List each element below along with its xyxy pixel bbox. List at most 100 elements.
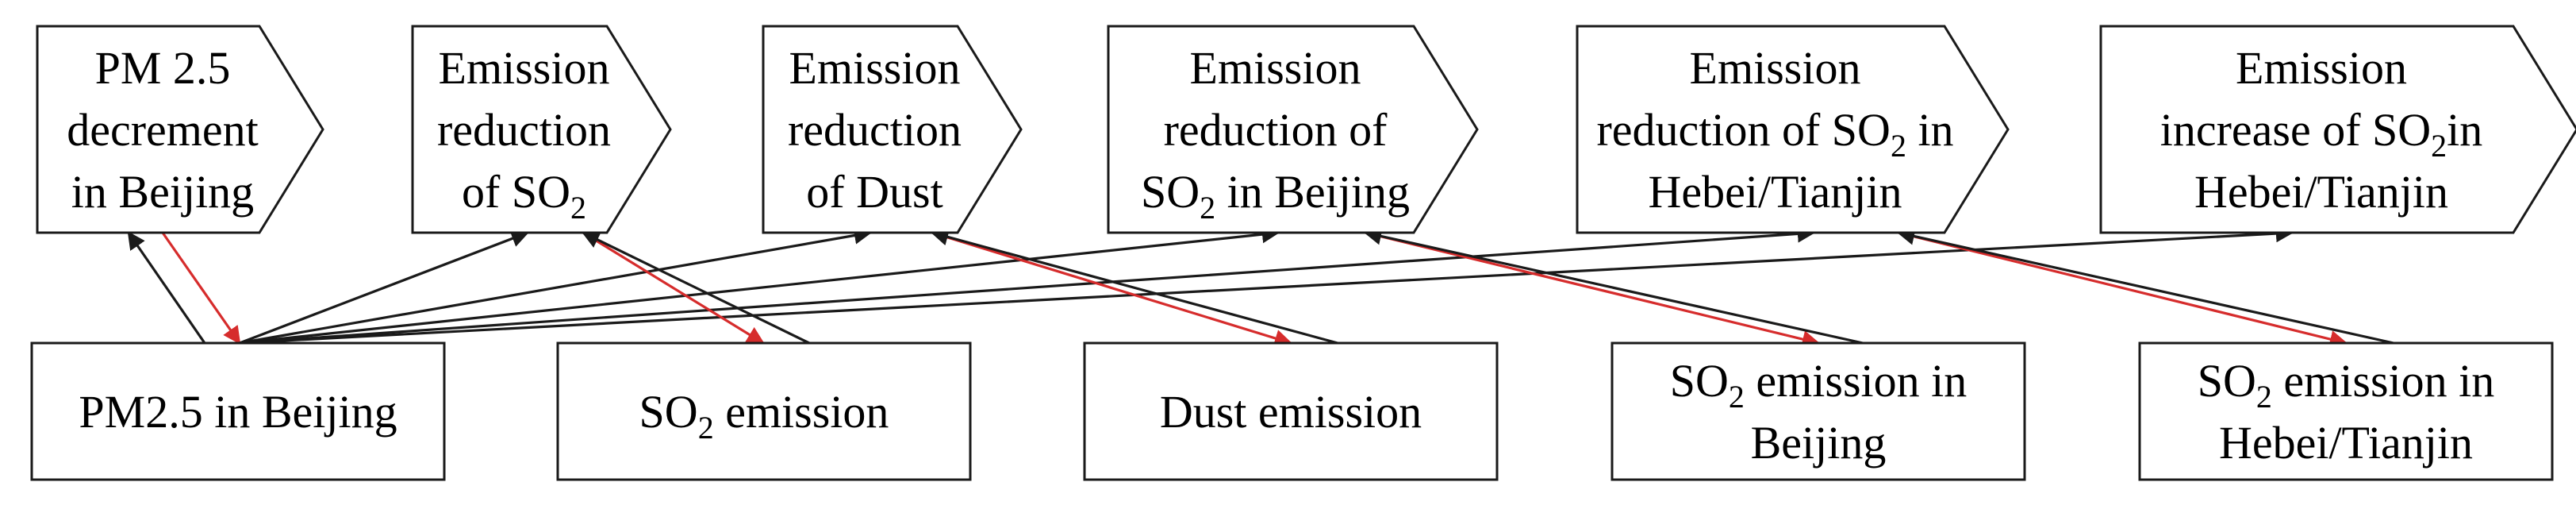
- node-shape: [36, 25, 324, 234]
- label-segment: Emission: [2236, 42, 2407, 94]
- node-label-line: Emission: [1190, 42, 1361, 94]
- subscript: 2: [1891, 128, 1906, 164]
- node-label-line: SO2 emission in: [1670, 355, 1968, 415]
- label-segment: SO: [1670, 355, 1729, 407]
- arrow-reduction-dust-to-dust-emission: [931, 231, 1293, 347]
- subscript: 2: [2431, 128, 2447, 164]
- label-segment: PM2.5 in Beijing: [79, 386, 397, 438]
- node-label-line: in Beijing: [71, 166, 254, 218]
- label-segment: Hebei/Tianjin: [2219, 417, 2473, 469]
- label-segment: in: [1906, 104, 1954, 156]
- node-label-line: reduction of: [1164, 104, 1388, 156]
- arrow-reduction-so2-beijing-to-so2-emission-beijing: [1365, 231, 1821, 349]
- label-segment: of Dust: [806, 166, 942, 218]
- arrow-pm25-beijing-to-reduction-so2-beijing: [239, 225, 1280, 345]
- node-label-line: reduction: [788, 104, 962, 156]
- label-segment: reduction: [788, 104, 962, 156]
- label-segment: emission in: [2272, 355, 2494, 407]
- label-segment: increase of SO: [2160, 104, 2431, 156]
- label-segment: SO: [2198, 355, 2256, 407]
- label-segment: reduction of: [1164, 104, 1388, 156]
- node-label-line: increase of SO2in: [2160, 104, 2483, 164]
- label-segment: Dust emission: [1160, 386, 1422, 438]
- label-segment: reduction: [437, 104, 611, 156]
- node-shape: [2099, 25, 2576, 234]
- label-segment: in Beijing: [71, 166, 254, 218]
- arrow-pm25-beijing-to-increase-so2-hebei: [239, 224, 2294, 345]
- arrow-dust-emission-to-reduction-dust: [930, 228, 1338, 345]
- node-label-line: Hebei/Tianjin: [2194, 166, 2448, 218]
- label-segment: Emission: [789, 42, 961, 94]
- label-segment: SO: [639, 386, 698, 438]
- arrow-pm25-decrement-to-pm25-beijing: [161, 232, 241, 345]
- node-shape: [1610, 341, 2026, 481]
- label-segment: in: [2447, 104, 2482, 156]
- node-label-line: of SO2: [462, 166, 586, 226]
- node-label-line: Beijing: [1751, 417, 1887, 469]
- label-segment: emission: [714, 386, 889, 438]
- label-segment: Hebei/Tianjin: [2194, 166, 2448, 218]
- arrow-reduction-so2-hebei-to-so2-emission-hebei: [1898, 231, 2348, 349]
- subscript: 2: [2256, 379, 2272, 415]
- node-label-line: reduction: [437, 104, 611, 156]
- node-label-line: Emission: [789, 42, 961, 94]
- node-shape: [762, 25, 1023, 234]
- arrow-so2-emission-hebei-to-reduction-so2-hebei: [1896, 227, 2394, 345]
- label-segment: SO: [1141, 166, 1200, 218]
- node-pm25-beijing: PM2.5 in Beijing: [30, 341, 446, 481]
- node-dust-emission: Dust emission: [1083, 341, 1499, 481]
- node-label-line: of Dust: [806, 166, 942, 218]
- subscript: 2: [1729, 379, 1745, 415]
- nodes-layer: PM 2.5 decrement in Beijing Emission reducti…: [30, 25, 2576, 481]
- node-label-line: PM 2.5: [95, 42, 231, 94]
- node-shape: [2138, 341, 2554, 481]
- label-segment: reduction of SO: [1596, 104, 1891, 156]
- node-label-line: SO2 emission: [639, 386, 889, 446]
- node-label-line: Emission: [1690, 42, 1861, 94]
- label-segment: decrement: [67, 104, 259, 156]
- node-label-line: Dust emission: [1160, 386, 1422, 438]
- node-reduction-so2: Emission reduction of SO2: [411, 25, 672, 234]
- node-label-line: decrement: [67, 104, 259, 156]
- arrow-pm25-beijing-to-reduction-dust: [239, 226, 873, 345]
- subscript: 2: [1200, 190, 1215, 226]
- node-reduction-so2-beijing: Emission reduction of SO2 in Beijing: [1107, 25, 1479, 234]
- label-segment: Beijing: [1751, 417, 1887, 469]
- node-label-line: Hebei/Tianjin: [1648, 166, 1902, 218]
- arrow-pm25-beijing-to-reduction-so2: [239, 230, 530, 345]
- node-label-line: Emission: [439, 42, 610, 94]
- node-shape: [1083, 341, 1499, 481]
- label-segment: Emission: [439, 42, 610, 94]
- node-shape: [1107, 25, 1479, 234]
- subscript: 2: [698, 410, 714, 446]
- node-label-line: SO2 in Beijing: [1141, 166, 1410, 226]
- arrow-pm25-beijing-to-reduction-so2-hebei: [239, 225, 1816, 345]
- arrow-pm25-beijing-to-pm25-decrement: [127, 231, 206, 344]
- node-so2-emission: SO2 emission: [556, 341, 972, 481]
- node-label-line: Emission: [2236, 42, 2407, 94]
- arrows-layer: [127, 224, 2394, 349]
- node-label-line: reduction of SO2 in: [1596, 104, 1953, 164]
- node-label-line: SO2 emission in: [2198, 355, 2495, 415]
- node-shape: [30, 341, 446, 481]
- node-shape: [1576, 25, 2010, 234]
- node-shape: [556, 341, 972, 481]
- subscript: 2: [570, 190, 586, 226]
- label-segment: PM 2.5: [95, 42, 231, 94]
- arrow-so2-emission-beijing-to-reduction-so2-beijing: [1363, 227, 1864, 345]
- node-pm25-decrement: PM 2.5 decrement in Beijing: [36, 25, 324, 234]
- node-shape: [411, 25, 672, 234]
- node-reduction-dust: Emission reduction of Dust: [762, 25, 1023, 234]
- arrow-so2-emission-to-reduction-so2: [581, 231, 810, 345]
- label-segment: Emission: [1190, 42, 1361, 94]
- label-segment: Emission: [1690, 42, 1861, 94]
- node-label-line: Hebei/Tianjin: [2219, 417, 2473, 469]
- node-label-line: PM2.5 in Beijing: [79, 386, 397, 438]
- label-segment: in Beijing: [1215, 166, 1410, 218]
- label-segment: of SO: [462, 166, 570, 218]
